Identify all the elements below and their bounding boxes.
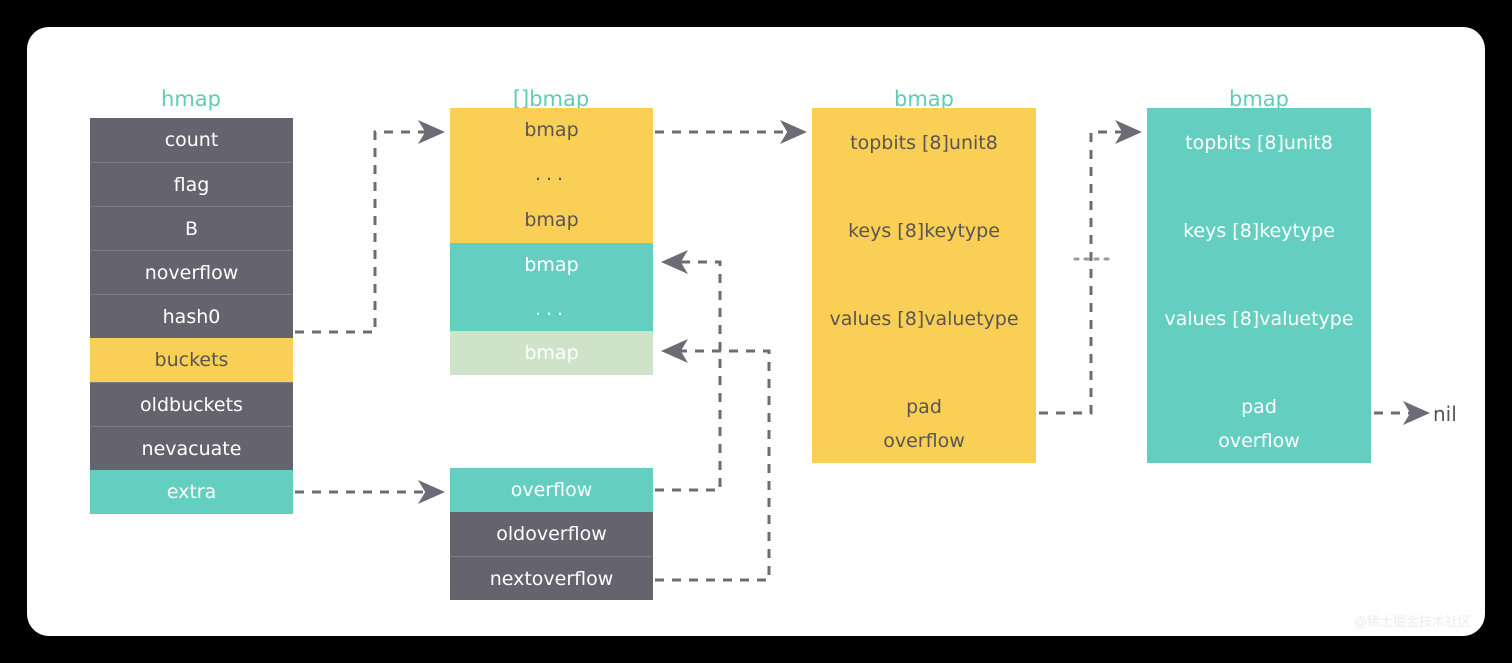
bmap-yellow-values: values [8]valuetype xyxy=(829,308,1019,330)
bmap-yellow-keys: keys [8]keytype xyxy=(848,220,1000,242)
wire-buckets-to-bmaparray xyxy=(295,120,445,334)
extra-row-overflow[interactable]: overflow xyxy=(450,468,653,512)
hmap-row-noverflow[interactable]: noverflow xyxy=(90,250,293,294)
bmap-yellow-topbits: topbits [8]unit8 xyxy=(850,132,998,154)
extra-row-nextoverflow[interactable]: nextoverflow xyxy=(450,556,653,600)
bmap-teal-overflow: overflow xyxy=(1218,430,1300,452)
bmap-teal-keys: keys [8]keytype xyxy=(1183,220,1335,242)
hmap-row-nevacuate[interactable]: nevacuate xyxy=(90,426,293,470)
connector-wires xyxy=(295,120,1430,582)
extra-row-oldoverflow[interactable]: oldoverflow xyxy=(450,512,653,556)
label-bmap-array: []bmap xyxy=(512,87,590,111)
hmap-row-oldbuckets[interactable]: oldbuckets xyxy=(90,382,293,426)
wire-bmap-yellow-overflow-to-bmap-teal xyxy=(1039,120,1142,415)
bmap-teal-pad: pad xyxy=(1241,396,1277,418)
hmap-row-flag[interactable]: flag xyxy=(90,162,293,206)
bmap-yellow-pad: pad xyxy=(906,396,942,418)
bmap-detail-teal: topbits [8]unit8 keys [8]keytype values … xyxy=(1147,108,1371,463)
hmap-row-count[interactable]: count xyxy=(90,118,293,162)
bmap-detail-yellow: topbits [8]unit8 keys [8]keytype values … xyxy=(812,108,1036,463)
bmap-array-item-0[interactable]: bmap xyxy=(450,108,653,152)
watermark: @稀土掘金技术社区 xyxy=(1353,615,1471,630)
label-bmap-teal: bmap xyxy=(1229,87,1289,111)
bmap-array-ellipsis-1: ... xyxy=(450,287,653,331)
diagram-card: hmap []bmap bmap bmap count flag B nover… xyxy=(27,27,1485,636)
bmap-array-item-3[interactable]: bmap xyxy=(450,331,653,375)
hmap-row-buckets[interactable]: buckets xyxy=(90,338,293,382)
bmap-teal-topbits: topbits [8]unit8 xyxy=(1185,132,1333,154)
bmap-yellow-overflow: overflow xyxy=(883,430,965,452)
wire-nextoverflow-to-bmaparray-green xyxy=(655,339,771,582)
bmap-array-item-1[interactable]: bmap xyxy=(450,196,653,243)
label-hmap: hmap xyxy=(161,87,221,111)
bmap-array-struct: bmap ... bmap bmap ... bmap xyxy=(450,108,653,375)
label-bmap-yellow: bmap xyxy=(894,87,954,111)
bmap-array-ellipsis-0: ... xyxy=(450,152,653,196)
bmap-array-item-2[interactable]: bmap xyxy=(450,243,653,287)
hmap-row-b[interactable]: B xyxy=(90,206,293,250)
hmap-row-extra[interactable]: extra xyxy=(90,470,293,514)
hmap-row-hash0[interactable]: hash0 xyxy=(90,294,293,338)
bmap-teal-values: values [8]valuetype xyxy=(1164,308,1354,330)
wire-overflow-to-bmaparray-teal xyxy=(655,250,722,492)
mapextra-struct: overflow oldoverflow nextoverflow xyxy=(450,468,653,600)
hmap-struct: count flag B noverflow hash0 buckets old… xyxy=(90,118,293,514)
nil-label: nil xyxy=(1433,402,1457,426)
